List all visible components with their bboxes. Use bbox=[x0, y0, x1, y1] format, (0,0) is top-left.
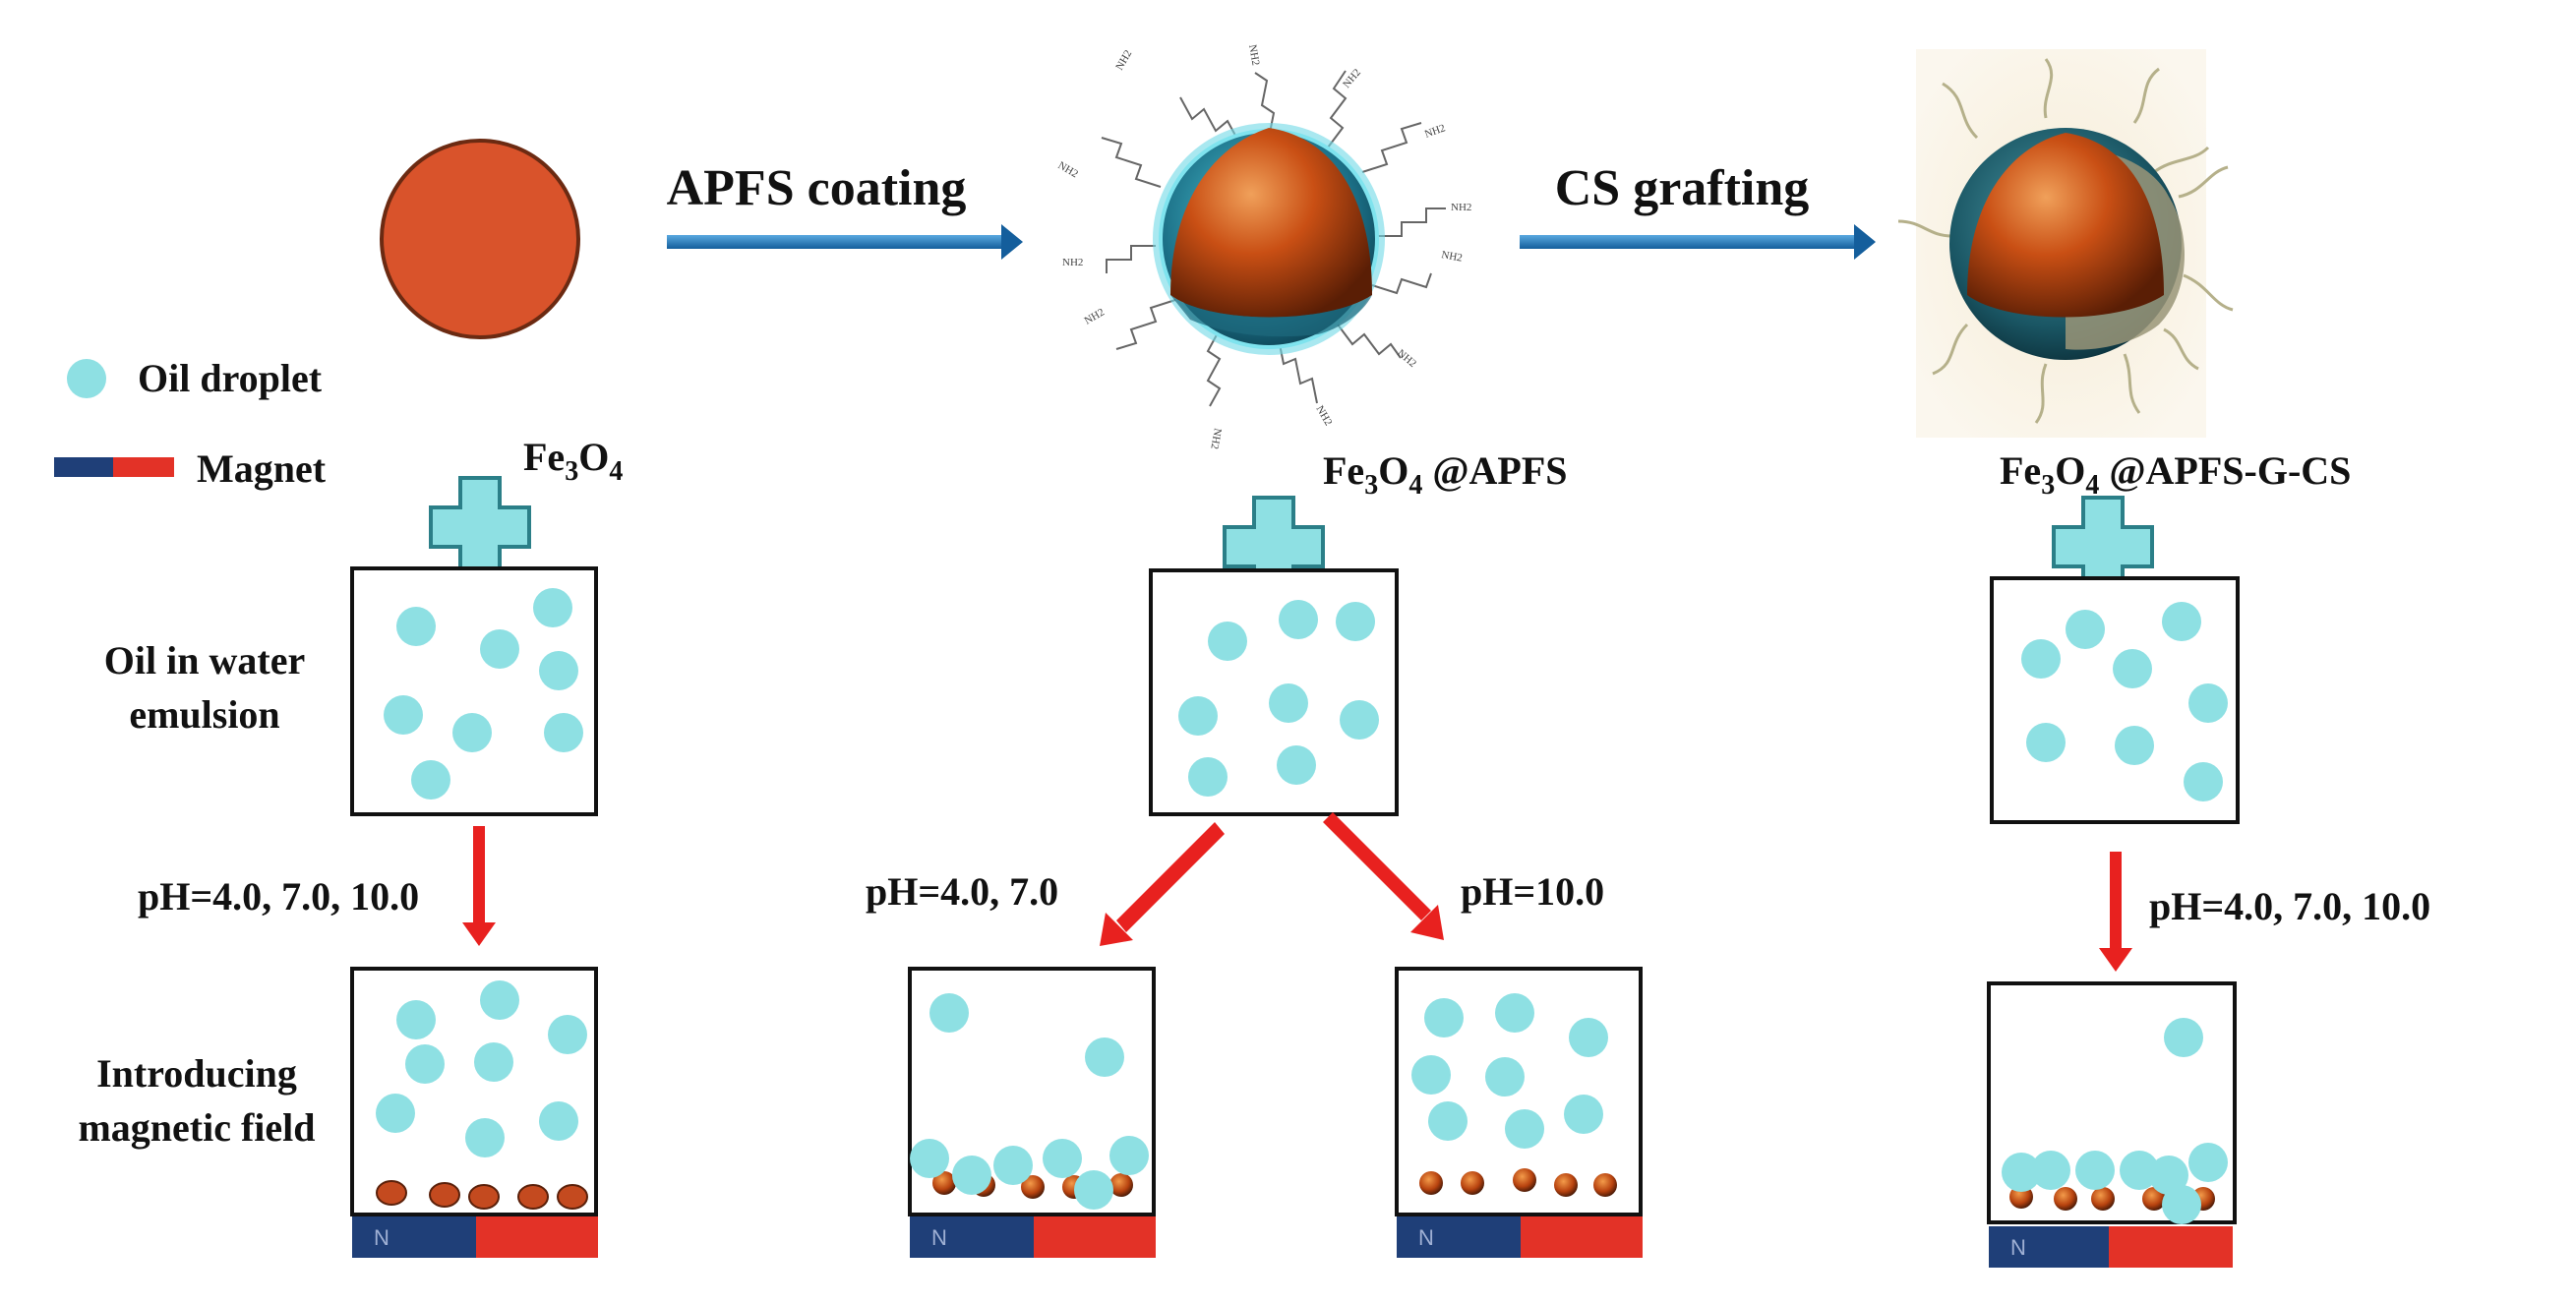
grafting-arrow bbox=[1520, 224, 1876, 260]
magnet-col1: N bbox=[352, 1216, 598, 1258]
legend-oil-droplet-swatch bbox=[67, 359, 106, 398]
red-arrow-col3 bbox=[2099, 852, 2132, 972]
ph-label-col3: pH=4.0, 7.0, 10.0 bbox=[2149, 884, 2430, 928]
field-box-fe3o4 bbox=[350, 967, 598, 1216]
magnet-col2-left: N bbox=[910, 1216, 1156, 1258]
field-box-apfs-acid bbox=[908, 967, 1156, 1216]
amine-label: NH2 bbox=[1246, 43, 1262, 66]
red-arrow-col2-right bbox=[1323, 812, 1444, 940]
magnet-pole-glyph: N bbox=[931, 1225, 947, 1250]
amine-label: NH2 bbox=[1341, 67, 1363, 90]
magnet-pole-glyph: N bbox=[2010, 1235, 2026, 1260]
ph-label-col1: pH=4.0, 7.0, 10.0 bbox=[138, 874, 419, 919]
magnetic-field-label-line2: magnetic field bbox=[78, 1105, 315, 1150]
amine-label: NH2 bbox=[1113, 48, 1134, 73]
field-box-apfs-basic bbox=[1395, 967, 1643, 1216]
magnet-pole-glyph: N bbox=[374, 1225, 389, 1250]
red-arrow-col2-left bbox=[1100, 822, 1225, 946]
magnet-col2-right: N bbox=[1397, 1216, 1643, 1258]
grafting-step-label: CS grafting bbox=[1555, 160, 1810, 216]
fe3o4-apfs-cs-label: Fe3O4 @APFS-G-CS bbox=[2000, 448, 2351, 501]
amine-label: NH2 bbox=[1056, 159, 1081, 180]
emulsion-box-fe3o4 bbox=[350, 566, 598, 816]
magnetic-field-label-line1: Introducing bbox=[96, 1051, 297, 1096]
amine-label: NH2 bbox=[1451, 202, 1471, 213]
coating-arrow bbox=[667, 224, 1023, 260]
ph-label-col2-right: pH=10.0 bbox=[1461, 869, 1604, 914]
fe3o4-apfs-label: Fe3O4 @APFS bbox=[1323, 448, 1568, 501]
legend-magnet-label: Magnet bbox=[197, 446, 327, 491]
amine-label: NH2 bbox=[1208, 427, 1224, 449]
legend-magnet-swatch bbox=[54, 457, 174, 477]
field-box-apfs-cs bbox=[1987, 981, 2237, 1224]
legend-oil-droplet-label: Oil droplet bbox=[138, 356, 323, 400]
fe3o4-label: Fe3O4 bbox=[523, 435, 623, 487]
amine-label: NH2 bbox=[1062, 257, 1083, 268]
emulsion-label-line1: Oil in water bbox=[104, 638, 305, 682]
ph-label-col2-left: pH=4.0, 7.0 bbox=[866, 869, 1058, 914]
amine-label: NH2 bbox=[1395, 347, 1418, 370]
fe3o4-particle bbox=[380, 139, 580, 339]
amine-label: NH2 bbox=[1423, 122, 1447, 141]
amine-label: NH2 bbox=[1440, 249, 1463, 265]
amine-label: NH2 bbox=[1083, 307, 1108, 327]
plus-icon bbox=[429, 476, 531, 578]
amine-label: NH2 bbox=[1313, 404, 1334, 429]
coating-step-label: APFS coating bbox=[667, 160, 967, 216]
emulsion-label-line2: emulsion bbox=[129, 692, 279, 737]
emulsion-box-apfs-cs bbox=[1990, 576, 2240, 824]
red-arrow-col1 bbox=[462, 826, 496, 946]
magnet-pole-glyph: N bbox=[1418, 1225, 1434, 1250]
fe3o4-apfs-cs-particle bbox=[1897, 49, 2234, 438]
emulsion-box-apfs bbox=[1149, 568, 1399, 816]
magnet-col3: N bbox=[1989, 1226, 2233, 1268]
fe3o4-apfs-particle: NH2 NH2 NH2 NH2 NH2 NH2 NH2 NH2 NH2 NH2 … bbox=[1056, 43, 1472, 449]
